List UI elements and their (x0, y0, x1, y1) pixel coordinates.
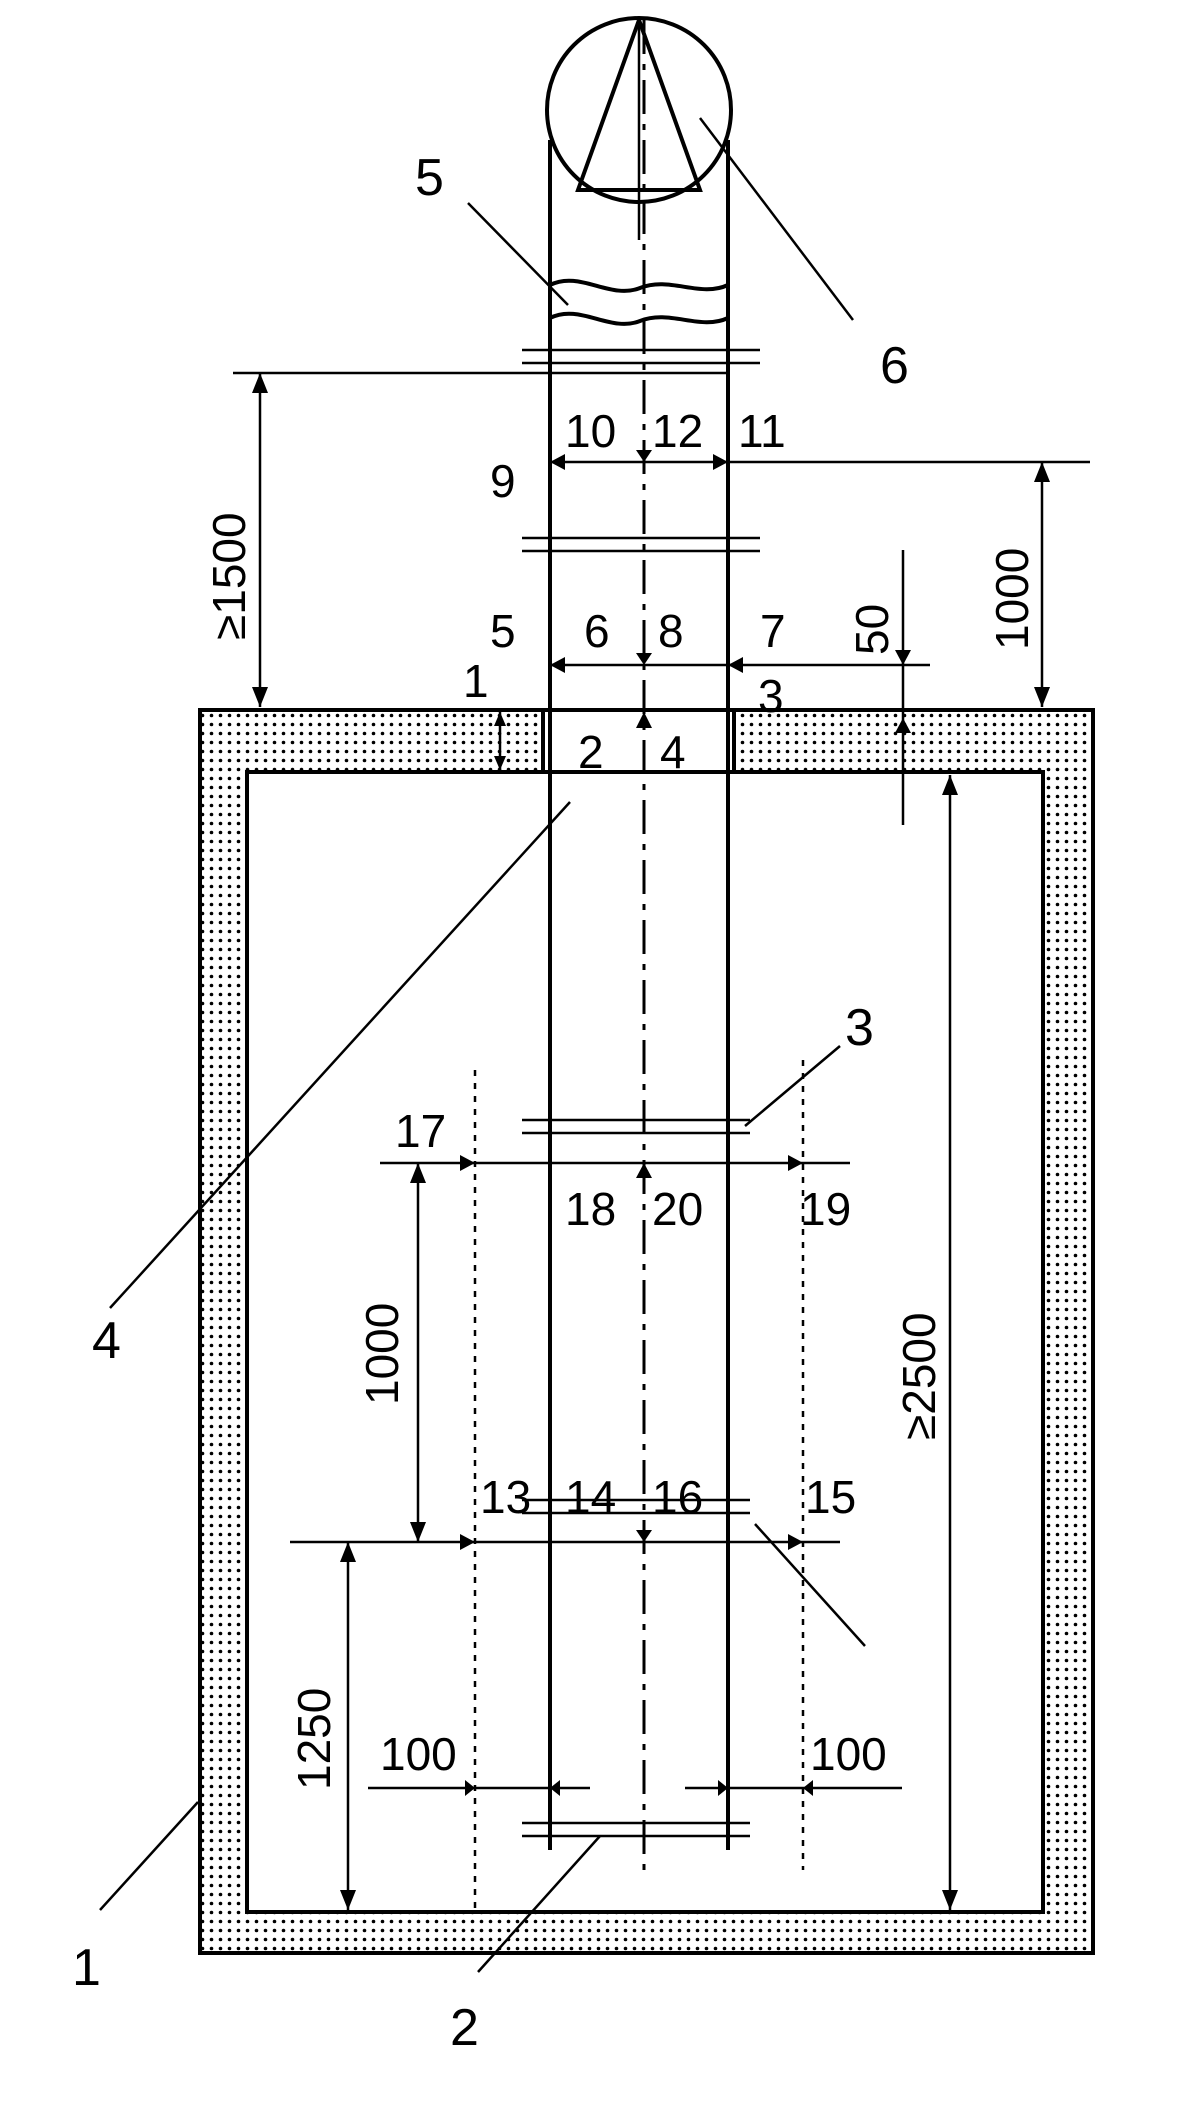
dimension-labels: ≥1500 1000 50 ≥2500 1000 1250 100 100 (203, 512, 1038, 1790)
point-label: 7 (760, 605, 786, 657)
callout-labels: 1 2 3 4 5 6 (72, 149, 909, 2057)
dim-offset: 50 (846, 604, 898, 655)
point-label: 1 (463, 655, 489, 707)
point-label: 9 (490, 455, 516, 507)
point-label: 10 (565, 405, 616, 457)
measuring-points: 10 12 11 9 5 6 8 7 1 3 2 4 17 18 20 19 1… (395, 405, 856, 1523)
point-label: 15 (805, 1471, 856, 1523)
point-label: 16 (652, 1471, 703, 1523)
dim-room-height: ≥2500 (893, 1312, 945, 1440)
dim-inner-section: 1000 (356, 1303, 408, 1405)
point-label: 8 (658, 605, 684, 657)
room-wall (198, 708, 1095, 1955)
point-label: 12 (652, 405, 703, 457)
callout-flange-upper: 3 (845, 999, 874, 1057)
point-label: 3 (758, 670, 784, 722)
point-label: 4 (660, 726, 686, 778)
point-label: 11 (738, 405, 786, 457)
callout-leaders (99, 117, 866, 1973)
point-label: 19 (800, 1183, 851, 1235)
callout-bottom-flange: 2 (450, 1999, 479, 2057)
point-label: 17 (395, 1105, 446, 1157)
point-label: 14 (565, 1471, 616, 1523)
dim-side-left: 100 (380, 1728, 457, 1780)
callout-duct: 4 (92, 1312, 121, 1370)
dimension-lines (233, 371, 1090, 1915)
point-label: 13 (480, 1471, 531, 1523)
point-label: 20 (652, 1183, 703, 1235)
dim-top-clearance: ≥1500 (203, 512, 255, 640)
duct (548, 140, 730, 1850)
measuring-head (545, 16, 733, 240)
dim-bottom-height: 1250 (288, 1688, 340, 1790)
callout-wave: 5 (415, 149, 444, 207)
point-label: 2 (578, 726, 604, 778)
callout-wall: 1 (72, 1939, 101, 1997)
point-label: 5 (490, 605, 516, 657)
dim-side-right: 100 (810, 1728, 887, 1780)
point-label: 6 (584, 605, 610, 657)
callout-head: 6 (880, 337, 909, 395)
dim-top-section: 1000 (986, 548, 1038, 650)
flanges (522, 348, 760, 1838)
point-label: 18 (565, 1183, 616, 1235)
